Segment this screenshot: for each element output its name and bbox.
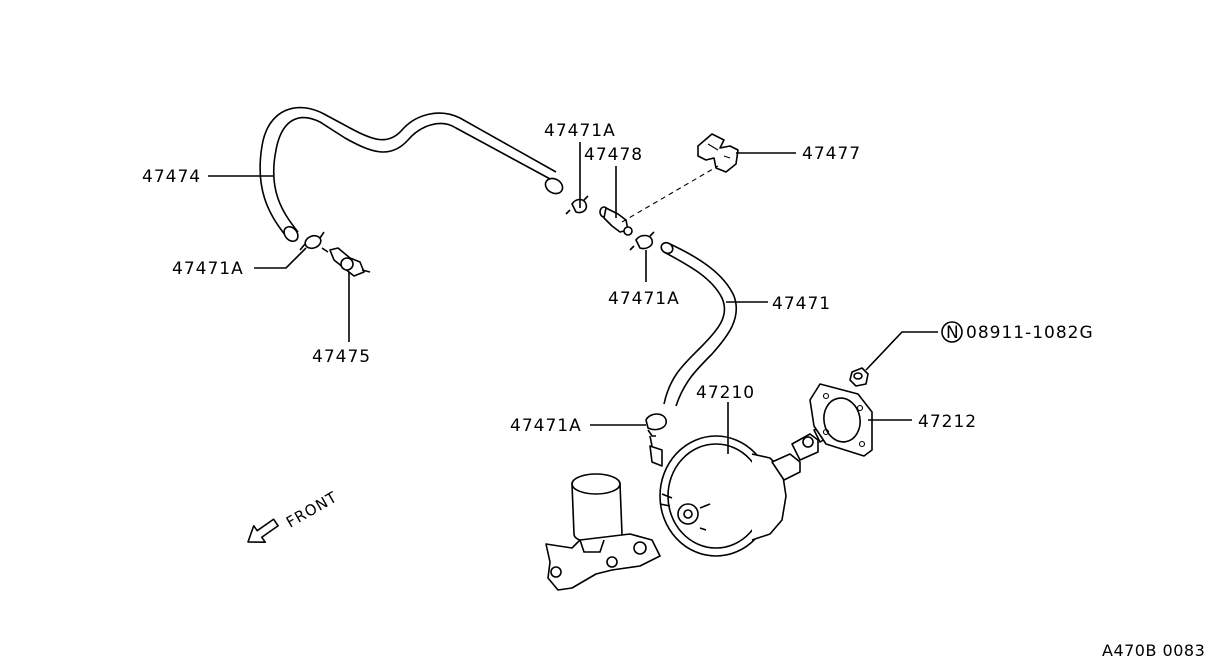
front-arrow-icon [247, 518, 279, 543]
label-47477: 47477 [802, 144, 861, 164]
brake-booster [649, 425, 831, 557]
connector-47478 [599, 206, 633, 236]
hose-clamp-top [565, 195, 589, 215]
label-47471: 47471 [772, 294, 831, 314]
vacuum-hose-upper [259, 106, 564, 243]
label-47210: 47210 [696, 383, 755, 403]
hose-clamp-left [299, 231, 325, 251]
label-47475: 47475 [312, 347, 371, 367]
label-front: FRONT [283, 488, 341, 532]
bracket-47477 [697, 133, 739, 173]
check-valve-left [321, 247, 371, 277]
diagram-code: A470B 0083 [1102, 641, 1205, 660]
nut-marker-circle [941, 321, 963, 343]
label-47212: 47212 [918, 412, 977, 432]
label-47471A-bottom: 47471A [510, 416, 582, 436]
label-08911-1082G: 08911-1082G [966, 323, 1094, 343]
label-47471A-top: 47471A [544, 121, 616, 141]
vacuum-hose-lower [660, 241, 738, 407]
nut-marker-letter: N [946, 323, 959, 343]
gasket-47212 [809, 383, 873, 457]
master-cylinder [545, 473, 661, 591]
label-47471A-left: 47471A [172, 259, 244, 279]
leader-lines [208, 142, 938, 454]
label-47471A-mid: 47471A [608, 289, 680, 309]
nut-08911-1082G [849, 367, 869, 387]
hose-clamp-bottom [645, 413, 667, 437]
label-47474: 47474 [142, 167, 201, 187]
hose-clamp-mid [629, 231, 655, 251]
label-47478: 47478 [584, 145, 643, 165]
